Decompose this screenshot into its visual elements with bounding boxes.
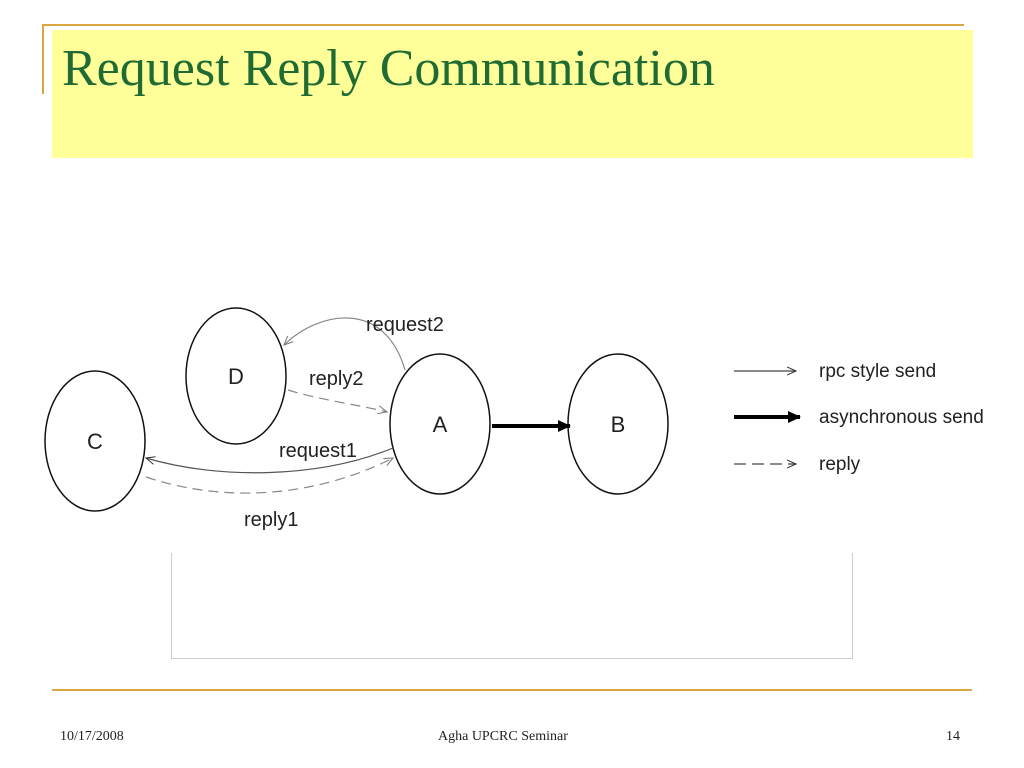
node-d: D: [185, 307, 287, 445]
node-c: C: [44, 370, 146, 512]
request2-label: request2: [366, 314, 444, 336]
reply1-label: reply1: [244, 509, 298, 531]
reply2-label: reply2: [309, 368, 363, 390]
node-a-label: A: [433, 412, 448, 437]
footer-accent-line: [52, 689, 972, 691]
title-background: [52, 30, 973, 158]
legend-reply-label: reply: [819, 454, 861, 475]
footer-date: 10/17/2008: [60, 729, 124, 744]
slide-title: Request Reply Communication: [62, 40, 715, 97]
legend: rpc style send asynchronous send reply: [734, 361, 984, 475]
legend-rpc-label: rpc style send: [819, 361, 936, 382]
legend-async-label: asynchronous send: [819, 407, 984, 428]
request2-arrow: [284, 317, 406, 371]
request1-label: request1: [279, 440, 357, 462]
node-a: A: [389, 353, 491, 495]
top-accent-line: [42, 24, 964, 26]
reply2-arrow: [287, 389, 387, 412]
left-accent-line: [42, 24, 44, 94]
request1-arrow: [146, 447, 394, 474]
node-b: B: [567, 353, 669, 495]
page-number: 14: [946, 729, 960, 744]
footer-title: Agha UPCRC Seminar: [438, 729, 568, 744]
node-b-label: B: [611, 412, 626, 437]
reply1-arrow: [145, 458, 393, 494]
node-d-label: D: [228, 364, 244, 389]
content-frame: [171, 553, 853, 659]
node-c-label: C: [87, 429, 103, 454]
